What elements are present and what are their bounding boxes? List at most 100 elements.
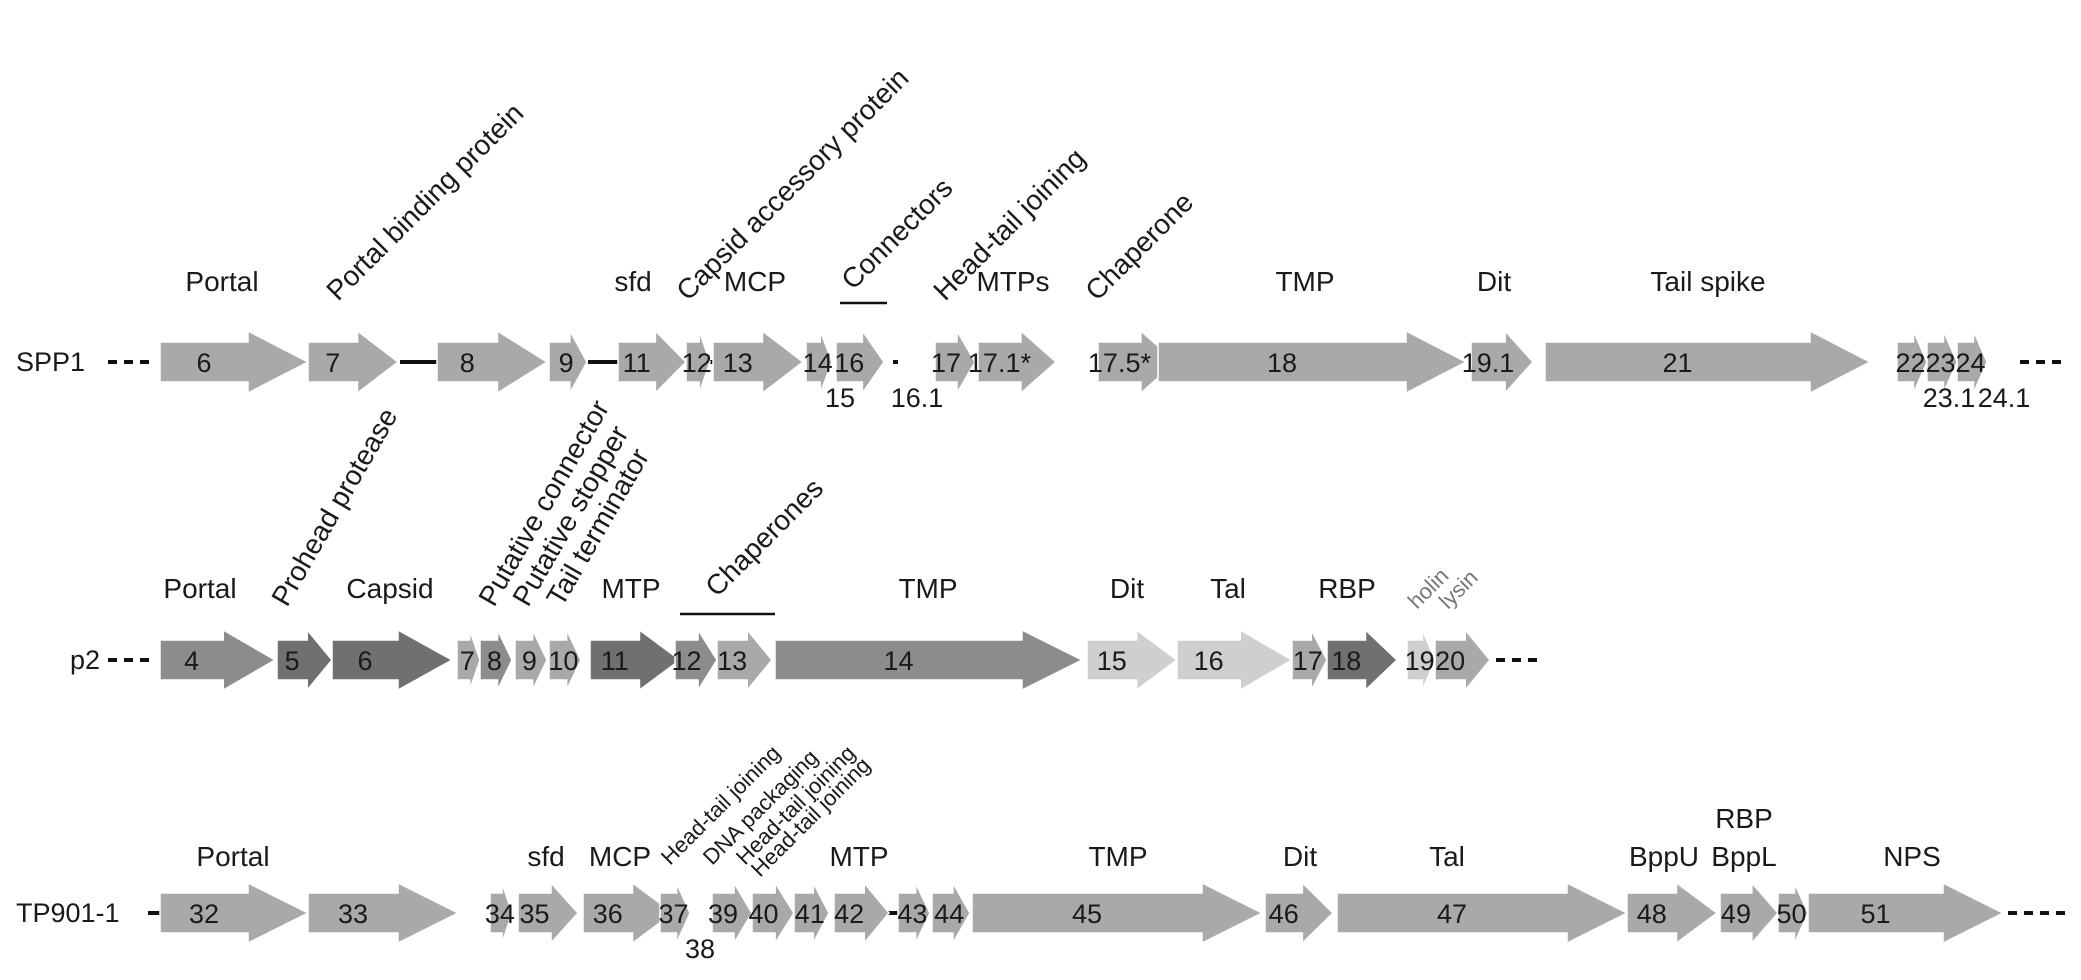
- gene-label: 11: [623, 348, 651, 378]
- gene-arrow: [1326, 628, 1399, 692]
- gene-arrow: [1956, 330, 1988, 394]
- track-name-tp901: TP901-1: [16, 898, 120, 928]
- gene-arrow: [1291, 629, 1328, 691]
- gene-label: 49: [1721, 899, 1751, 929]
- gene-label: 50: [1776, 899, 1806, 929]
- gene-arrow: [1470, 329, 1535, 395]
- gene-label: 42: [834, 899, 864, 929]
- gene-annotation: Tal: [1210, 573, 1246, 604]
- gene-label: 24.1: [1978, 383, 2031, 413]
- gene-label: 19.1: [1462, 348, 1515, 378]
- gene-arrow: [514, 629, 548, 691]
- gene-label: 7: [460, 646, 475, 676]
- track-name-spp1: SPP1: [16, 347, 85, 377]
- gene-arrow: [548, 629, 582, 691]
- gene-arrow: [479, 629, 513, 691]
- gene-label: 23.1: [1923, 383, 1976, 413]
- gene-arrow: [716, 627, 773, 693]
- gene-annotation: sfd: [614, 266, 651, 297]
- gene-arrow: [307, 881, 460, 945]
- gene-annotation: Dit: [1477, 266, 1511, 297]
- gene-arrow: [685, 330, 711, 394]
- gene-arrow: [1719, 880, 1779, 946]
- gene-label: 47: [1437, 899, 1467, 929]
- gene-arrow: [1336, 881, 1629, 945]
- gene-label: 17.1*: [968, 348, 1032, 378]
- gene-label: 16: [1194, 646, 1224, 676]
- gene-label: 15: [1097, 646, 1127, 676]
- gene-label: 34: [485, 899, 515, 929]
- gene-label: 16.1: [891, 383, 944, 413]
- gene-arrow: [805, 330, 833, 394]
- gene-arrow: [456, 629, 481, 691]
- gene-label: 39: [708, 899, 738, 929]
- gene-arrow: [711, 880, 753, 946]
- gene-annotation: BppL: [1711, 841, 1776, 872]
- gene-label: 4: [184, 646, 199, 676]
- gene-label: 18: [1331, 646, 1361, 676]
- gene-label: 44: [934, 899, 964, 929]
- gene-annotation: TMP: [1088, 841, 1147, 872]
- gene-annotation: TMP: [1275, 266, 1334, 297]
- gene-arrow: [793, 882, 830, 944]
- gene-label: 17: [931, 348, 961, 378]
- gene-label: 32: [189, 899, 219, 929]
- gene-arrow: [1807, 881, 2005, 945]
- gene-arrow: [659, 882, 691, 944]
- gene-arrow: [1777, 882, 1809, 944]
- gene-arrow: [489, 882, 513, 944]
- gene-label: 8: [487, 646, 502, 676]
- gene-label: 14: [883, 646, 913, 676]
- gene-annotation: Portal: [196, 841, 269, 872]
- gene-arrow: [977, 329, 1058, 395]
- gene-label: 20: [1435, 646, 1465, 676]
- gene-arrow: [931, 880, 971, 946]
- gene-label: 17.5*: [1088, 348, 1152, 378]
- gene-arrow: [751, 880, 795, 946]
- gene-label: 12: [672, 646, 702, 676]
- gene-label: 24: [1955, 348, 1985, 378]
- gene-annotation: sfd: [527, 841, 564, 872]
- gene-annotation: Tail spike: [1650, 266, 1765, 297]
- gene-annotation: MTP: [829, 841, 888, 872]
- gene-label: 35: [519, 899, 549, 929]
- gene-arrow: [971, 881, 1264, 945]
- gene-annotation: Portal binding protein: [320, 97, 529, 306]
- gene-arrow: [1896, 330, 1928, 394]
- gene-label: 45: [1072, 899, 1102, 929]
- gene-label: 13: [723, 348, 753, 378]
- gene-arrow: [1626, 881, 1719, 945]
- gene-label: 19: [1405, 646, 1435, 676]
- gene-arrow: [331, 628, 454, 692]
- gene-arrow: [1544, 329, 1872, 395]
- gene-label: 41: [795, 899, 825, 929]
- gene-label: 9: [522, 646, 537, 676]
- gene-label: 43: [897, 899, 927, 929]
- gene-annotation: Dit: [1110, 573, 1144, 604]
- gene-arrow: [774, 628, 1084, 692]
- gene-label: 8: [460, 348, 475, 378]
- gene-label: 12: [682, 348, 712, 378]
- gene-arrow: [1176, 628, 1294, 692]
- gene-label: 13: [717, 646, 747, 676]
- gene-label: 36: [593, 899, 623, 929]
- gene-label: 11: [601, 646, 629, 676]
- gene-annotation: MCP: [589, 841, 651, 872]
- gene-arrow: [276, 627, 333, 693]
- gene-label: 37: [658, 899, 688, 929]
- gene-label: 15: [825, 383, 855, 413]
- gene-label: 7: [325, 348, 340, 378]
- gene-arrow: [582, 881, 675, 945]
- gene-arrow: [1926, 330, 1958, 394]
- gene-arrow: [159, 329, 310, 395]
- track-name-p2: p2: [70, 645, 100, 675]
- gene-label: 48: [1637, 899, 1667, 929]
- gene-arrow: [548, 330, 588, 394]
- gene-label: 33: [338, 899, 368, 929]
- gene-annotation: TMP: [898, 573, 957, 604]
- gene-label: 10: [548, 646, 578, 676]
- gene-label: 38: [685, 934, 715, 964]
